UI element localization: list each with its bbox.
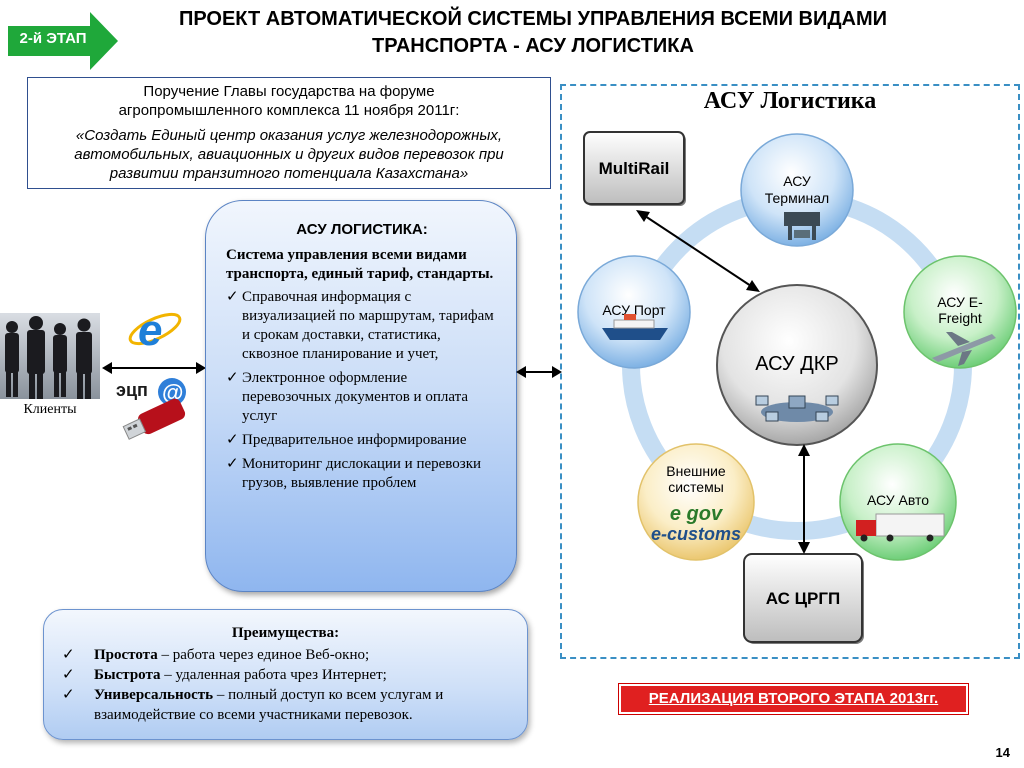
- page-title-line1: ПРОЕКТ АВТОМАТИЧЕСКОЙ СИСТЕМЫ УПРАВЛЕНИЯ…: [178, 8, 888, 30]
- external-label-line1: Внешние: [666, 463, 726, 479]
- asu-terminal-node: АСУ Терминал: [740, 133, 854, 247]
- list-item: ✓Быстрота – удаленная работа чрез Интерн…: [62, 667, 387, 683]
- logistics-diagram: АСУ ДКР АСУ Терминал АСУ Порт: [577, 131, 1017, 644]
- page-title-line2: ТРАНСПОРТА - АСУ ЛОГИСТИКА: [372, 35, 694, 57]
- asu-auto-node: АСУ Авто: [839, 443, 957, 561]
- card-title: АСУ ЛОГИСТИКА:: [296, 221, 428, 238]
- network-icon: [755, 395, 839, 422]
- terminal-label-line1: АСУ: [783, 173, 811, 189]
- advantages-list: ✓Простота – работа через единое Веб-окно…: [58, 645, 513, 725]
- dkr-acrgp-arrow: [798, 444, 810, 554]
- acrgp-box: АС ЦРГП: [743, 553, 864, 644]
- internet-explorer-icon: e: [126, 303, 184, 355]
- clients-image: [0, 313, 100, 399]
- clients-card-arrow: [102, 362, 206, 374]
- presidential-order-box: Поручение Главы государства на форуме аг…: [27, 77, 551, 189]
- multirail-dkr-arrow: [636, 210, 760, 292]
- digital-signature-usb-icon: эцп @: [112, 372, 196, 446]
- asu-dkr-label: АСУ ДКР: [755, 353, 838, 375]
- efreight-label-line1: АСУ E-: [937, 294, 983, 310]
- stage-implementation-banner: РЕАЛИЗАЦИЯ ВТОРОГО ЭТАПА 2013гг.: [621, 686, 966, 712]
- at-sign: @: [162, 380, 183, 405]
- clients-label: Клиенты: [23, 402, 77, 417]
- advantages-title: Преимущества:: [231, 625, 340, 641]
- multirail-label: MultiRail: [599, 159, 670, 178]
- check-icon: ✓: [226, 370, 239, 386]
- order-quote-line-3: развитии транзитного потенциала Казахста…: [109, 165, 469, 182]
- asu-port-node: АСУ Порт: [577, 255, 691, 369]
- asu-logistics-card: АСУ ЛОГИСТИКА: Система управления всеми …: [205, 200, 517, 592]
- card-diagram-arrow: [516, 366, 562, 378]
- page-number: 14: [995, 745, 1010, 760]
- asu-dkr-node: АСУ ДКР: [716, 284, 878, 446]
- ecp-label: эцп: [116, 380, 148, 400]
- list-item: ✓Электронное оформление перевозочных док…: [226, 370, 469, 424]
- external-systems-node: Внешние системы e gov e-customs: [637, 443, 755, 561]
- check-icon: ✓: [226, 456, 239, 472]
- ship-icon: [602, 314, 668, 340]
- port-label: АСУ Порт: [602, 302, 666, 318]
- check-icon: ✓: [226, 289, 239, 305]
- advantages-card: Преимущества: ✓Простота – работа через е…: [43, 609, 528, 740]
- list-item: ✓Универсальность – полный доступ ко всем…: [62, 687, 444, 723]
- page-title: ПРОЕКТ АВТОМАТИЧЕСКОЙ СИСТЕМЫ УПРАВЛЕНИЯ…: [118, 6, 948, 60]
- asu-logistics-frame: [560, 84, 1020, 659]
- container-crane-icon: [784, 212, 820, 240]
- check-icon: ✓: [62, 687, 75, 703]
- list-item: ✓Предварительное информирование: [226, 432, 467, 448]
- footer-banner-frame: [618, 683, 969, 715]
- stage-badge-label: 2-й ЭТАП: [19, 30, 87, 47]
- card-subtitle: Система управления всеми видами транспор…: [226, 247, 494, 282]
- card-feature-list: ✓Справочная информация с визуализацией п…: [226, 288, 498, 493]
- list-item: ✓Простота – работа через единое Веб-окно…: [62, 647, 370, 663]
- order-quote-line-2: автомобильных, авиационных и других видо…: [74, 146, 504, 163]
- order-quote-line-1: «Создать Единый центр оказания услуг жел…: [75, 127, 503, 144]
- order-line-1: Поручение Главы государства на форуме: [143, 83, 435, 100]
- list-item: ✓Мониторинг дислокации и перевозки грузо…: [226, 456, 482, 491]
- diagram-title: АСУ Логистика: [703, 88, 877, 114]
- egov-logo: e gov: [670, 503, 724, 525]
- ecustoms-logo: e-customs: [651, 524, 741, 544]
- acrgp-label: АС ЦРГП: [766, 589, 840, 608]
- efreight-label-line2: Freight: [938, 310, 982, 326]
- truck-icon: [856, 513, 945, 542]
- external-label-line2: системы: [668, 479, 724, 495]
- multirail-box: MultiRail: [583, 131, 686, 206]
- stage-badge: 2-й ЭТАП: [8, 12, 118, 70]
- svg-text:e: e: [138, 306, 162, 355]
- terminal-label-line2: Терминал: [765, 190, 829, 206]
- check-icon: ✓: [62, 667, 75, 683]
- airplane-icon: [932, 332, 996, 366]
- order-line-2: агропромышленного комплекса 11 ноября 20…: [118, 102, 460, 119]
- stage-arrow-shape: [8, 12, 118, 70]
- auto-label: АСУ Авто: [867, 492, 929, 508]
- list-item: ✓Справочная информация с визуализацией п…: [226, 289, 494, 362]
- check-icon: ✓: [226, 432, 239, 448]
- check-icon: ✓: [62, 647, 75, 663]
- order-quote: «Создать Единый центр оказания услуг жел…: [36, 126, 542, 183]
- asu-efreight-node: АСУ E- Freight: [903, 255, 1017, 369]
